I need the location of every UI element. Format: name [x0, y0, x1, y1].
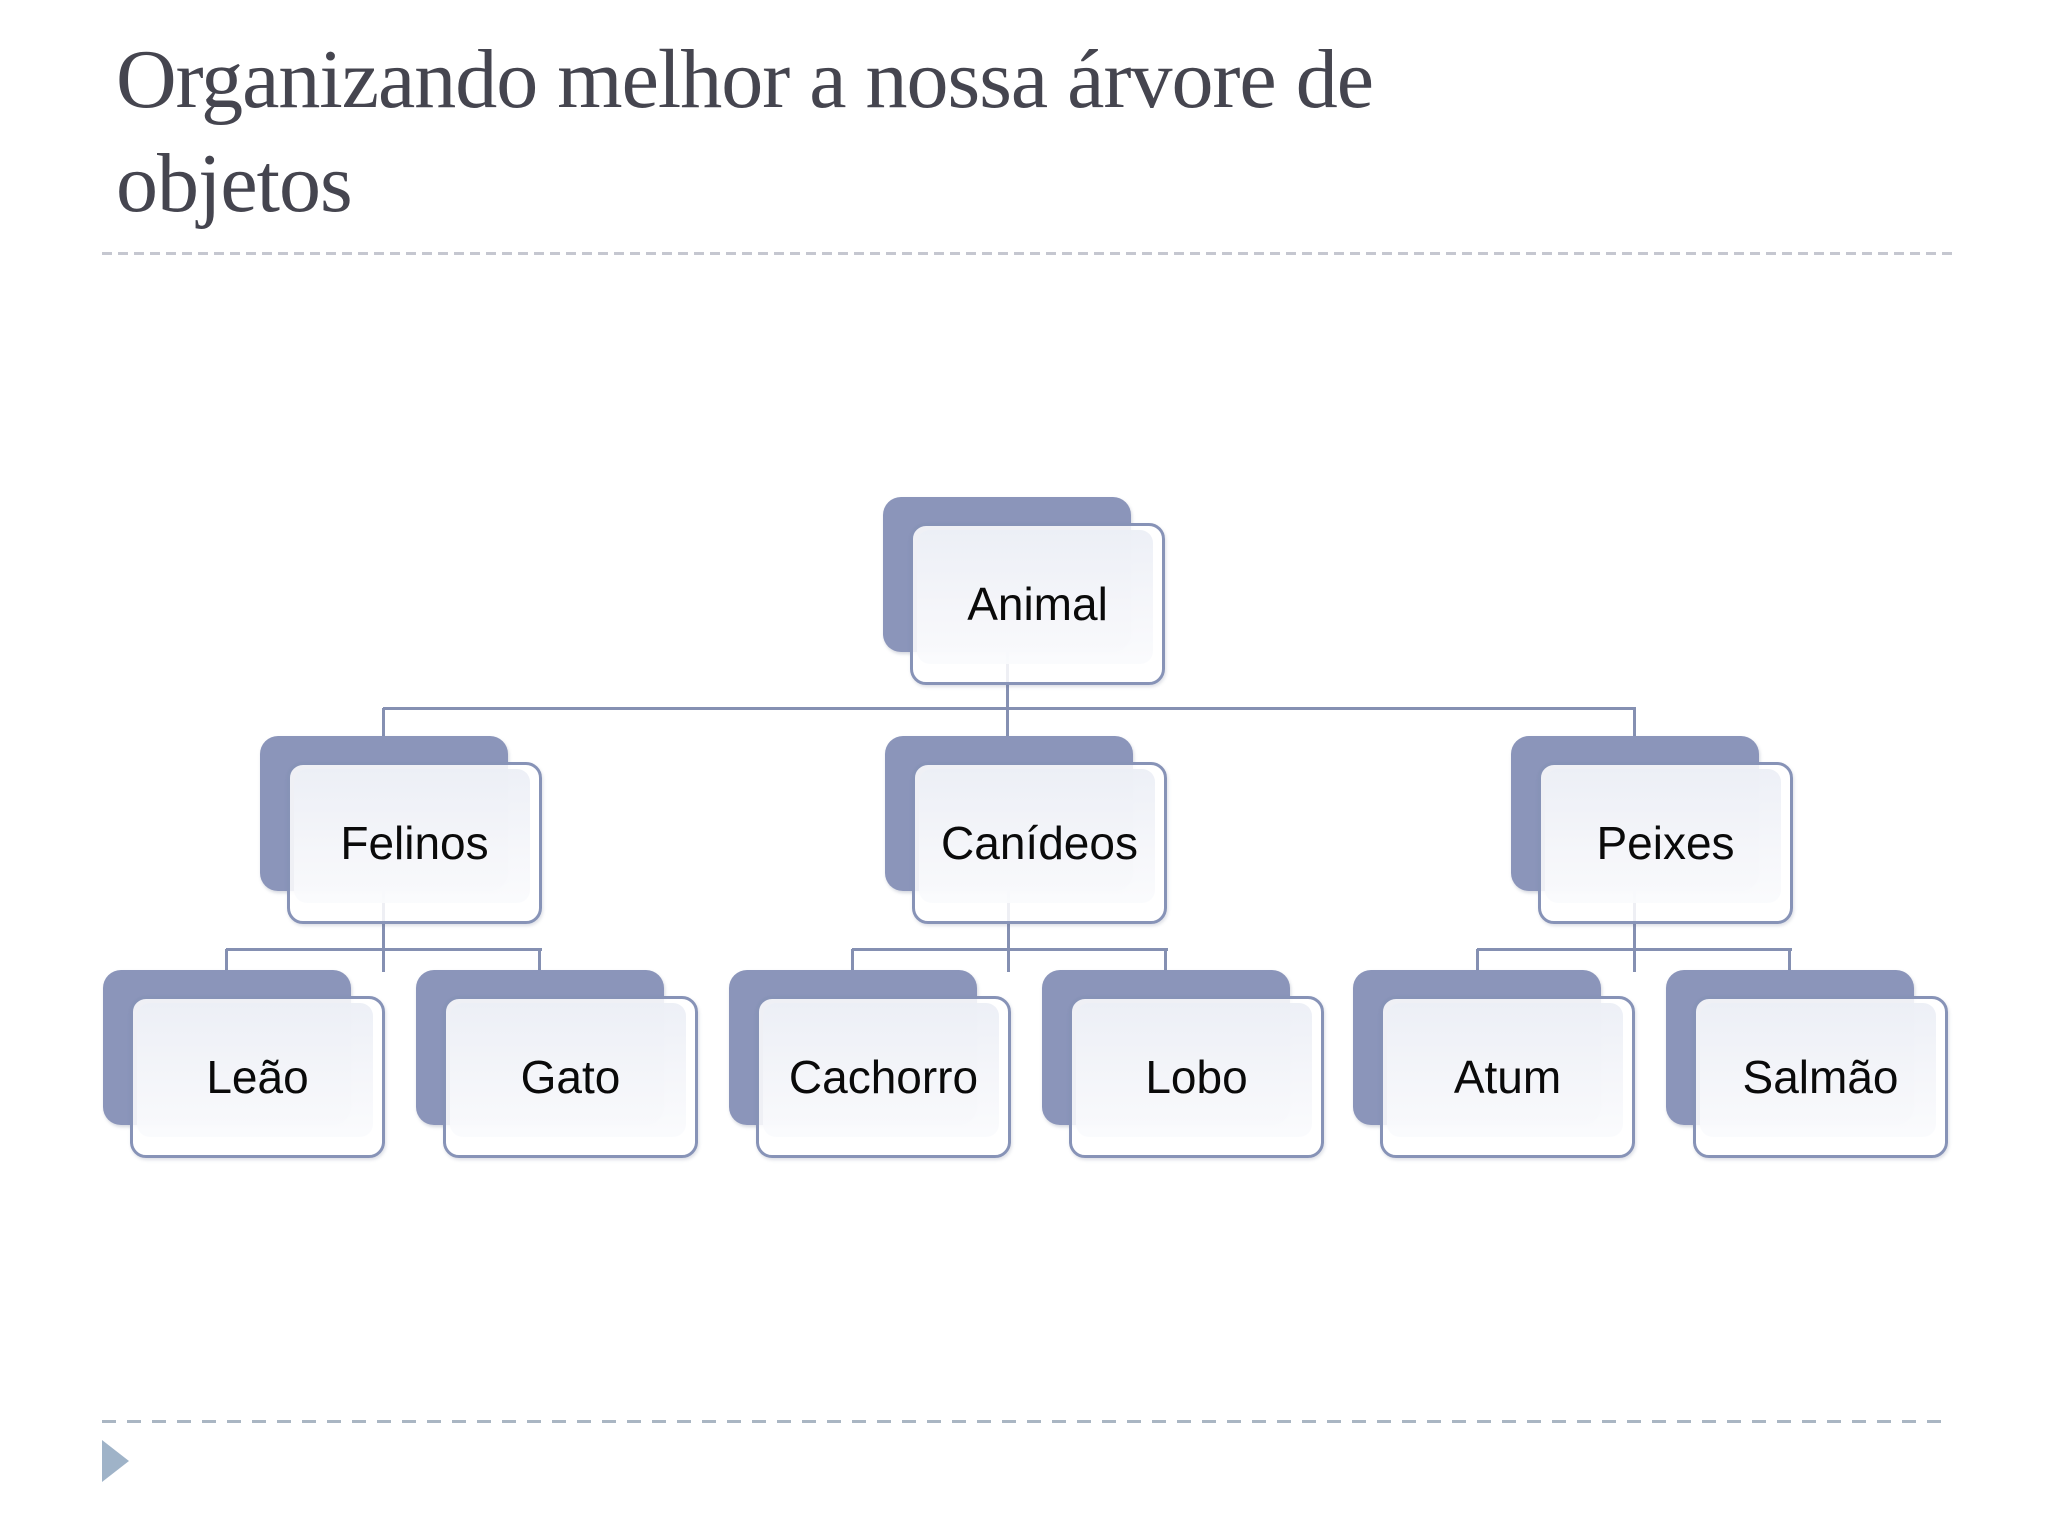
connector-drop-gato: [538, 949, 541, 972]
connector-drop-atum: [1476, 949, 1479, 972]
node-leao[interactable]: Leão: [103, 970, 385, 1158]
node-felinos-front-shape: Felinos: [287, 762, 542, 924]
node-felinos-label: Felinos: [340, 817, 489, 869]
node-peixes-fill: [1545, 769, 1781, 903]
node-atum[interactable]: Atum: [1353, 970, 1635, 1158]
slide-title: Organizando melhor a nossa árvore de obj…: [116, 33, 1374, 230]
node-canideos-label: Canídeos: [941, 817, 1138, 869]
connector-level1-rail: [383, 707, 1636, 710]
node-lobo-front-shape: Lobo: [1069, 996, 1324, 1158]
connector-animal-stem: [1006, 650, 1009, 738]
connector-felinos-rail: [226, 948, 542, 951]
connector-drop-felinos: [382, 708, 385, 738]
node-atum-fill: [1387, 1003, 1623, 1137]
node-cachorro-fill: [763, 1003, 999, 1137]
footer-divider: [102, 1420, 1948, 1423]
node-leao-label: Leão: [206, 1051, 309, 1103]
connector-drop-cachorro: [851, 949, 854, 972]
node-gato-label: Gato: [520, 1051, 621, 1103]
node-leao-fill: [137, 1003, 373, 1137]
node-leao-front-shape: Leão: [130, 996, 385, 1158]
node-salmao-fill: [1700, 1003, 1936, 1137]
connector-drop-lobo: [1164, 949, 1167, 972]
node-gato-fill: [450, 1003, 686, 1137]
node-cachorro[interactable]: Cachorro: [729, 970, 1011, 1158]
node-atum-label: Atum: [1453, 1051, 1562, 1103]
node-salmao[interactable]: Salmão: [1666, 970, 1948, 1158]
node-cachorro-front-shape: Cachorro: [756, 996, 1011, 1158]
node-animal-fill: [917, 530, 1153, 664]
connector-canideos-rail: [852, 948, 1168, 951]
connector-drop-leao: [225, 949, 228, 972]
node-lobo[interactable]: Lobo: [1042, 970, 1324, 1158]
play-triangle-icon[interactable]: [102, 1440, 129, 1482]
node-gato-front-shape: Gato: [443, 996, 698, 1158]
node-animal-label: Animal: [967, 578, 1108, 630]
node-canideos-fill: [919, 769, 1155, 903]
node-gato[interactable]: Gato: [416, 970, 698, 1158]
node-felinos[interactable]: Felinos: [260, 736, 542, 924]
node-canideos-front-shape: Canídeos: [912, 762, 1167, 924]
node-cachorro-label: Cachorro: [788, 1051, 979, 1103]
node-atum-front-shape: Atum: [1380, 996, 1635, 1158]
node-peixes-label: Peixes: [1596, 817, 1735, 869]
node-peixes[interactable]: Peixes: [1511, 736, 1793, 924]
node-peixes-front-shape: Peixes: [1538, 762, 1793, 924]
node-animal-front-shape: Animal: [910, 523, 1165, 685]
connector-peixes-stem: [1633, 888, 1636, 972]
node-felinos-fill: [294, 769, 530, 903]
node-salmao-label: Salmão: [1742, 1051, 1899, 1103]
node-salmao-front-shape: Salmão: [1693, 996, 1948, 1158]
connector-drop-peixes: [1633, 708, 1636, 738]
node-lobo-label: Lobo: [1145, 1051, 1248, 1103]
connector-peixes-rail: [1477, 948, 1792, 951]
title-divider: [102, 252, 1958, 255]
node-animal[interactable]: Animal: [883, 497, 1165, 685]
node-lobo-fill: [1076, 1003, 1312, 1137]
connector-felinos-stem: [382, 888, 385, 972]
connector-drop-salmao: [1788, 949, 1791, 972]
connector-canideos-stem: [1007, 888, 1010, 972]
node-canideos[interactable]: Canídeos: [885, 736, 1167, 924]
